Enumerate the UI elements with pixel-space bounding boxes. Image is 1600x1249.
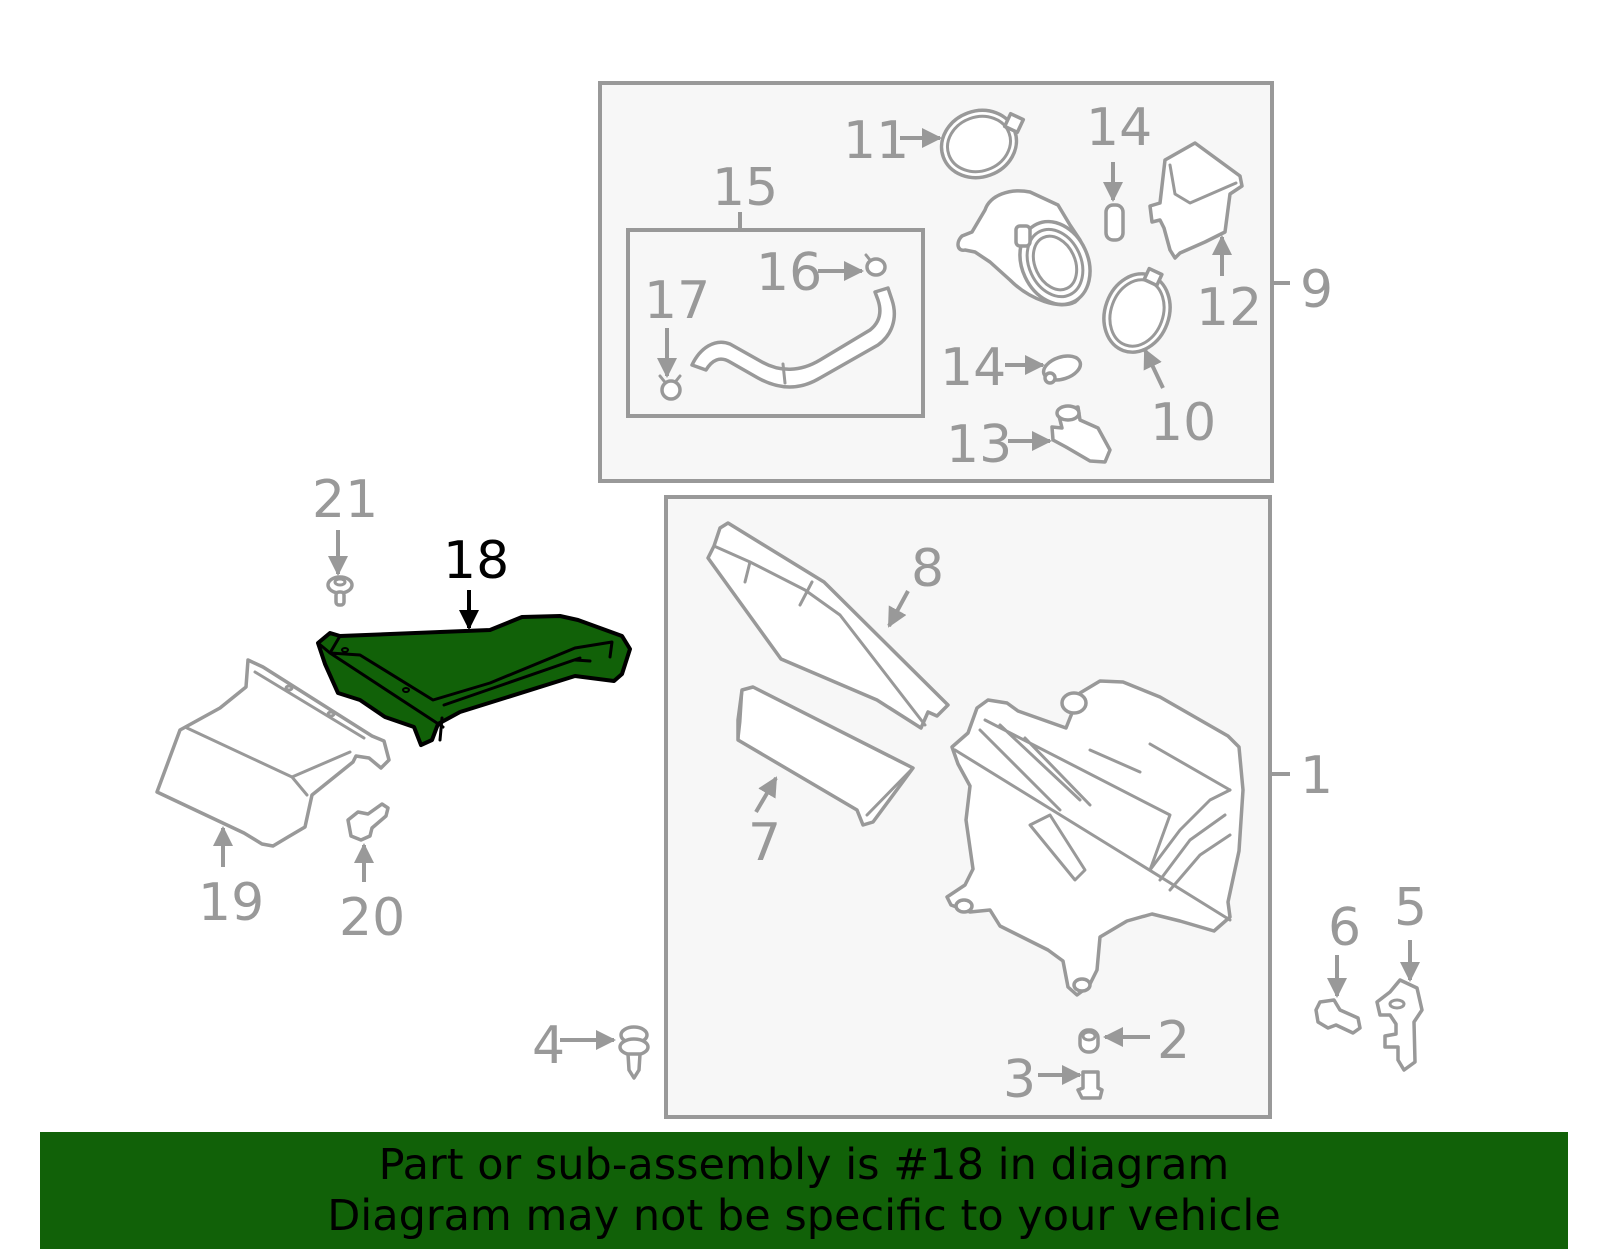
info-banner: Part or sub-assembly is #18 in diagram D… [40,1132,1568,1249]
callout-15[interactable]: 15 [712,158,778,218]
part-4-push-clip[interactable] [618,1025,650,1080]
part-11-clamp[interactable] [932,100,1026,188]
part-16-hose-clamp[interactable] [864,253,887,277]
part-21-screw[interactable] [326,575,354,607]
banner-part-reference: Part or sub-assembly is #18 in diagram [378,1139,1230,1190]
part-3-insulator[interactable] [1076,1070,1104,1100]
callout-16[interactable]: 16 [756,243,822,303]
callout-2[interactable]: 2 [1157,1011,1190,1071]
callout-13[interactable]: 13 [946,415,1012,475]
callout-14-lower[interactable]: 14 [940,338,1006,398]
part-6-bolt[interactable] [1314,998,1362,1035]
callout-11[interactable]: 11 [843,111,909,171]
part-7-air-filter-element[interactable] [736,685,915,827]
part-17-hose-clamp[interactable] [658,374,682,401]
callout-5[interactable]: 5 [1394,878,1427,938]
part-19-air-guide[interactable] [155,658,391,848]
callout-8[interactable]: 8 [911,539,944,599]
part-mass-airflow-housing[interactable] [956,189,1103,316]
callout-18[interactable]: 18 [443,531,509,591]
part-20-bolt[interactable] [346,802,390,842]
callout-1[interactable]: 1 [1300,746,1333,806]
callout-12[interactable]: 12 [1196,278,1262,338]
part-14-sleeve[interactable] [1104,203,1125,242]
callout-17[interactable]: 17 [644,271,710,331]
part-15-breather-hose[interactable] [690,286,897,389]
callout-14-upper[interactable]: 14 [1086,98,1152,158]
banner-disclaimer: Diagram may not be specific to your vehi… [327,1190,1281,1241]
callout-6[interactable]: 6 [1328,898,1361,958]
part-10-clamp[interactable] [1093,264,1181,361]
part-13-fitting[interactable] [1050,404,1112,464]
part-12-resonator[interactable] [1148,141,1244,260]
callout-19[interactable]: 19 [198,873,264,933]
subassembly-box-15: 15 [626,158,925,418]
callout-9[interactable]: 9 [1300,260,1333,320]
callout-7[interactable]: 7 [748,813,781,873]
callout-10[interactable]: 10 [1150,393,1216,453]
part-1-air-cleaner-housing[interactable] [945,679,1245,997]
callout-4[interactable]: 4 [532,1016,565,1076]
part-18-air-intake-duct[interactable] [316,614,632,747]
part-5-bracket[interactable] [1375,978,1424,1072]
callout-20[interactable]: 20 [339,888,405,948]
part-2-grommet[interactable] [1078,1028,1100,1054]
callout-21[interactable]: 21 [312,470,378,530]
part-8-housing-cover[interactable] [706,521,950,730]
callout-3[interactable]: 3 [1003,1050,1036,1110]
